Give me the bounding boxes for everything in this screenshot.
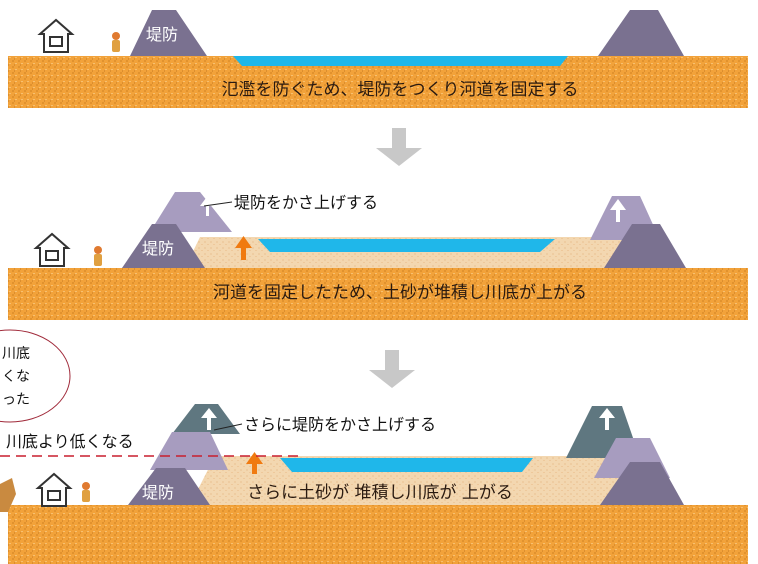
up-arrow-icon <box>200 196 215 216</box>
up-arrow-icon <box>201 408 217 430</box>
ground-layer <box>8 268 748 320</box>
embankment-left <box>130 10 207 56</box>
down-arrow-icon <box>369 350 415 388</box>
embankment-left <box>122 224 205 268</box>
down-arrow-icon <box>376 128 422 166</box>
up-arrow-icon <box>599 408 615 430</box>
raised-embankment-left <box>150 192 232 232</box>
panel-1-caption: 氾濫を防ぐため、堤防をつくり河道を固定する <box>222 80 579 100</box>
bubble-line-3: った <box>2 392 30 408</box>
house-icon <box>35 472 73 507</box>
river-water <box>233 56 568 66</box>
house-icon <box>33 232 71 267</box>
bubble-line-1: 川底 <box>2 346 30 362</box>
embankment-label: 堤防 <box>142 239 174 258</box>
embankment-right <box>604 224 686 268</box>
callout-leader <box>213 423 243 431</box>
raised-embankment-left <box>150 432 228 470</box>
panel-3: 堤防 さらに堤防をかさ上げする 川底より低くなる さらに土砂が 堆積し川底が 上… <box>0 404 748 564</box>
person-icon <box>112 32 120 52</box>
embankment-label: 堤防 <box>146 25 178 44</box>
callout-leader <box>203 201 233 207</box>
up-arrow-icon <box>246 452 263 474</box>
speech-bubble: 川底 くな った <box>0 329 71 423</box>
panel-2-callout: 堤防をかさ上げする <box>234 193 378 212</box>
person-icon <box>94 246 102 266</box>
person-icon <box>82 482 90 502</box>
bubble-line-2: くな <box>2 369 30 385</box>
river-water <box>280 458 533 472</box>
level-label: 川底より低くなる <box>6 432 134 451</box>
panel-3-callout: さらに堤防をかさ上げする <box>244 415 436 434</box>
ground-layer <box>8 505 748 564</box>
embankment-left <box>128 468 210 505</box>
embankment-right <box>600 462 684 505</box>
top-embankment-left <box>172 404 240 434</box>
river-water <box>258 239 555 252</box>
up-arrow-icon <box>610 199 626 222</box>
embankment-label: 堤防 <box>142 483 174 502</box>
flood-figure <box>0 478 16 512</box>
embankment-right <box>598 10 684 56</box>
panel-2: 堤防 堤防をかさ上げする 河道を固定したため、土砂が堆積し川底が上がる <box>8 192 748 320</box>
panel-2-caption: 河道を固定したため、土砂が堆積し川底が上がる <box>213 283 587 303</box>
up-arrow-icon <box>235 236 252 260</box>
panel-3-caption: さらに土砂が 堆積し川底が 上がる <box>247 483 513 503</box>
panel-1: 堤防 氾濫を防ぐため、堤防をつくり河道を固定する <box>8 10 748 108</box>
house-icon <box>37 18 75 53</box>
